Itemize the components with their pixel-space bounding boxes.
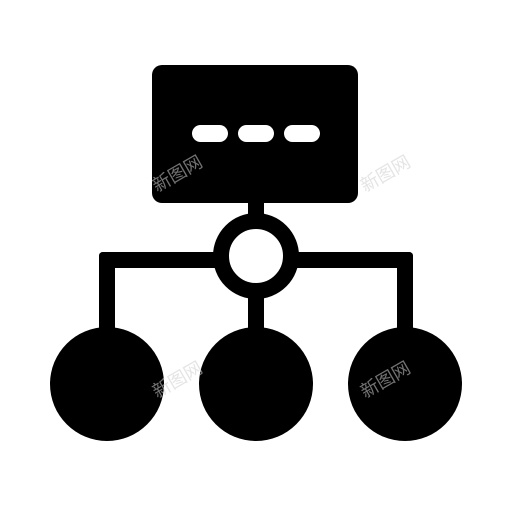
- drop-right: [397, 252, 413, 342]
- branch-right-horizontal: [289, 252, 413, 268]
- node-middle: [199, 327, 313, 441]
- dash-right: [284, 125, 320, 142]
- node-right: [348, 327, 462, 441]
- node-left: [50, 327, 164, 441]
- drop-left: [99, 252, 115, 342]
- branch-left-horizontal: [99, 252, 223, 268]
- dash-middle: [238, 125, 274, 142]
- dash-left: [192, 125, 228, 142]
- connector-ring: [213, 213, 299, 299]
